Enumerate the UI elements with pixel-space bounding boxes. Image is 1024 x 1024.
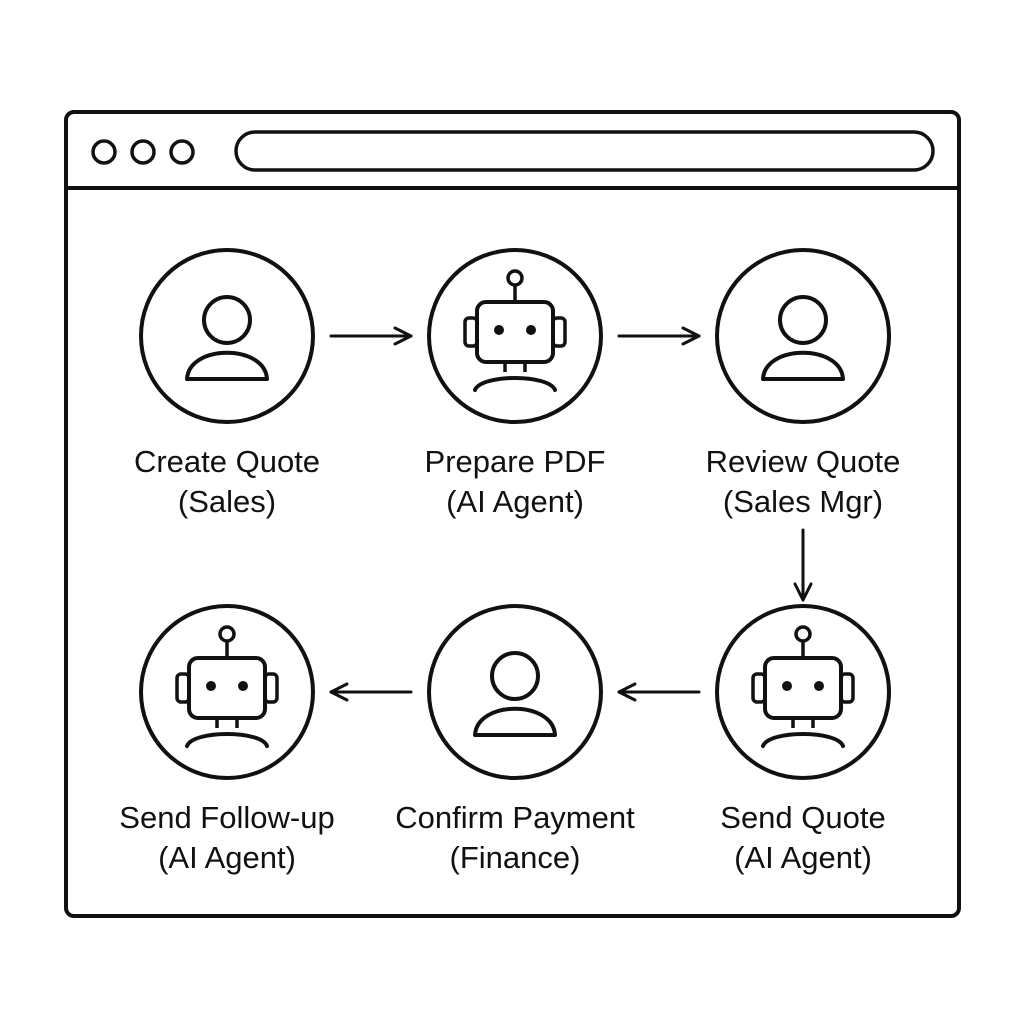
step-label-3: Review Quote (Sales Mgr)	[663, 442, 943, 522]
step-name: Send Quote	[720, 800, 886, 835]
robot-icon	[175, 625, 279, 748]
step-label-2: Prepare PDF (AI Agent)	[375, 442, 655, 522]
step-node-5	[427, 604, 603, 780]
step-role: (AI Agent)	[734, 840, 872, 875]
step-label-1: Create Quote (Sales)	[87, 442, 367, 522]
window-control-maximize-icon[interactable]	[169, 139, 195, 165]
step-name: Confirm Payment	[395, 800, 635, 835]
step-name: Review Quote	[705, 444, 901, 479]
robot-icon	[463, 269, 567, 392]
window-control-minimize-icon[interactable]	[130, 139, 156, 165]
step-name: Create Quote	[133, 444, 321, 479]
step-node-3	[715, 248, 891, 424]
step-role: (AI Agent)	[446, 484, 584, 519]
step-role: (Finance)	[449, 840, 581, 875]
step-name: Send Follow-up	[119, 800, 335, 835]
person-icon	[185, 295, 269, 381]
step-label-4: Send Quote (AI Agent)	[663, 798, 943, 878]
step-node-6	[139, 604, 315, 780]
step-role: (Sales)	[177, 484, 277, 519]
step-role: (AI Agent)	[158, 840, 296, 875]
flow-arrows	[329, 326, 813, 702]
step-node-4	[715, 604, 891, 780]
person-icon	[473, 651, 557, 737]
step-role: (Sales Mgr)	[722, 484, 884, 519]
address-bar[interactable]	[234, 130, 935, 172]
step-label-6: Send Follow-up (AI Agent)	[87, 798, 367, 878]
step-label-5: Confirm Payment (Finance)	[375, 798, 655, 878]
window-border	[64, 110, 961, 918]
step-name: Prepare PDF	[424, 444, 606, 479]
person-icon	[761, 295, 845, 381]
step-node-2	[427, 248, 603, 424]
window-control-close-icon[interactable]	[91, 139, 117, 165]
step-node-1	[139, 248, 315, 424]
robot-icon	[751, 625, 855, 748]
